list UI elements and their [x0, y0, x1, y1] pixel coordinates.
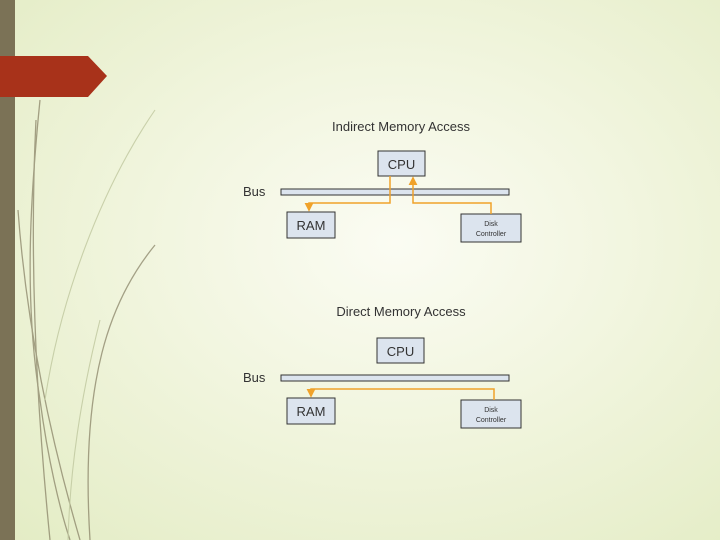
indirect-cpu-to-ram-arrow — [304, 176, 391, 212]
direct-cpu-label: CPU — [387, 344, 414, 359]
direct-cpu-box — [376, 337, 425, 364]
accent-tab — [0, 56, 107, 97]
indirect-bus-label: Bus — [243, 184, 266, 199]
indirect-disk-line2: Controller — [476, 231, 507, 238]
left-accent-bar — [0, 0, 15, 540]
indirect-section: Indirect Memory Access CPU Bus RAM Disk … — [243, 119, 522, 243]
indirect-disk-line1: Disk — [484, 221, 498, 228]
indirect-ram-box — [286, 211, 336, 239]
indirect-ram-label: RAM — [297, 218, 326, 233]
direct-disk-to-ram-arrow — [306, 388, 495, 400]
direct-disk-line2: Controller — [476, 417, 507, 424]
direct-bus-bar — [280, 374, 510, 382]
indirect-bus-bar — [280, 188, 510, 196]
indirect-cpu-label: CPU — [388, 157, 415, 172]
indirect-cpu-box — [377, 150, 426, 177]
direct-section: Direct Memory Access CPU Bus RAM Disk Co… — [243, 304, 522, 429]
direct-ram-label: RAM — [297, 404, 326, 419]
direct-bus-label: Bus — [243, 370, 266, 385]
direct-title: Direct Memory Access — [336, 304, 466, 319]
direct-disk-controller-box — [460, 399, 522, 429]
indirect-disk-to-cpu-arrow — [408, 176, 492, 214]
direct-ram-box — [286, 397, 336, 425]
indirect-title: Indirect Memory Access — [332, 119, 470, 134]
direct-disk-line1: Disk — [484, 407, 498, 414]
